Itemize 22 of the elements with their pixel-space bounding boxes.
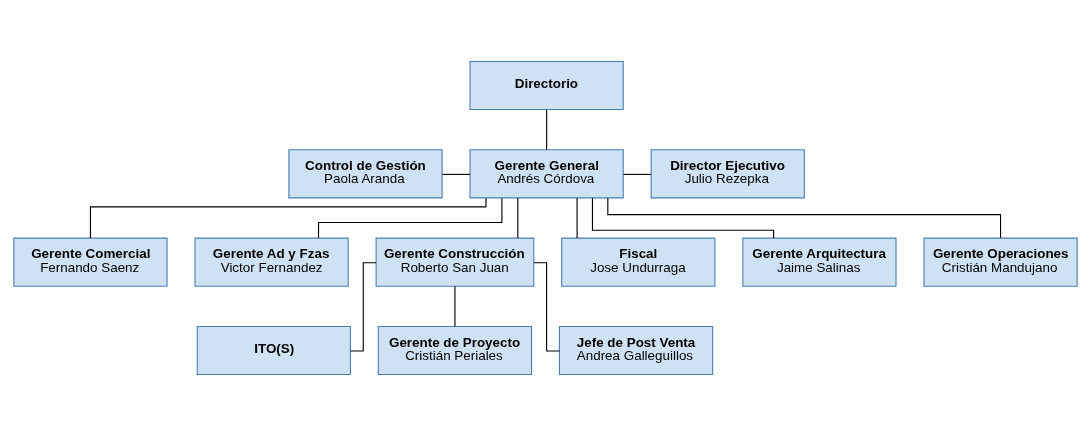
node-box: Gerente de Proyecto Cristián Periales <box>377 325 533 376</box>
node-box: Control de Gestión Paola Aranda <box>288 149 443 199</box>
connector <box>89 197 487 239</box>
connector <box>441 173 471 175</box>
node-box: Gerente Ad y Fzas Victor Fernandez <box>194 237 349 287</box>
node-box: Gerente Arquitectura Jaime Salinas <box>742 237 897 287</box>
node-box: Gerente Construcción Roberto San Juan <box>375 237 535 287</box>
connector <box>317 197 503 239</box>
node-box: Directorio <box>469 60 624 111</box>
node-box: Gerente General Andrés Córdova <box>469 149 624 199</box>
connector <box>546 109 548 151</box>
connector <box>517 197 519 239</box>
node-box: Director Ejecutivo Julio Rezepka <box>650 149 805 199</box>
connector <box>591 197 775 239</box>
node-box: Fiscal Jose Undurraga <box>561 237 716 287</box>
node-box: Gerente Comercial Fernando Saenz <box>13 237 168 287</box>
connector <box>622 173 652 175</box>
connector <box>607 197 1002 239</box>
connector <box>576 197 578 239</box>
node-box: Gerente Operaciones Cristián Mandujano <box>923 237 1078 287</box>
node-box: ITO(S) <box>196 325 351 376</box>
node-box: Jefe de Post Venta Andrea Galleguillos <box>558 325 714 376</box>
